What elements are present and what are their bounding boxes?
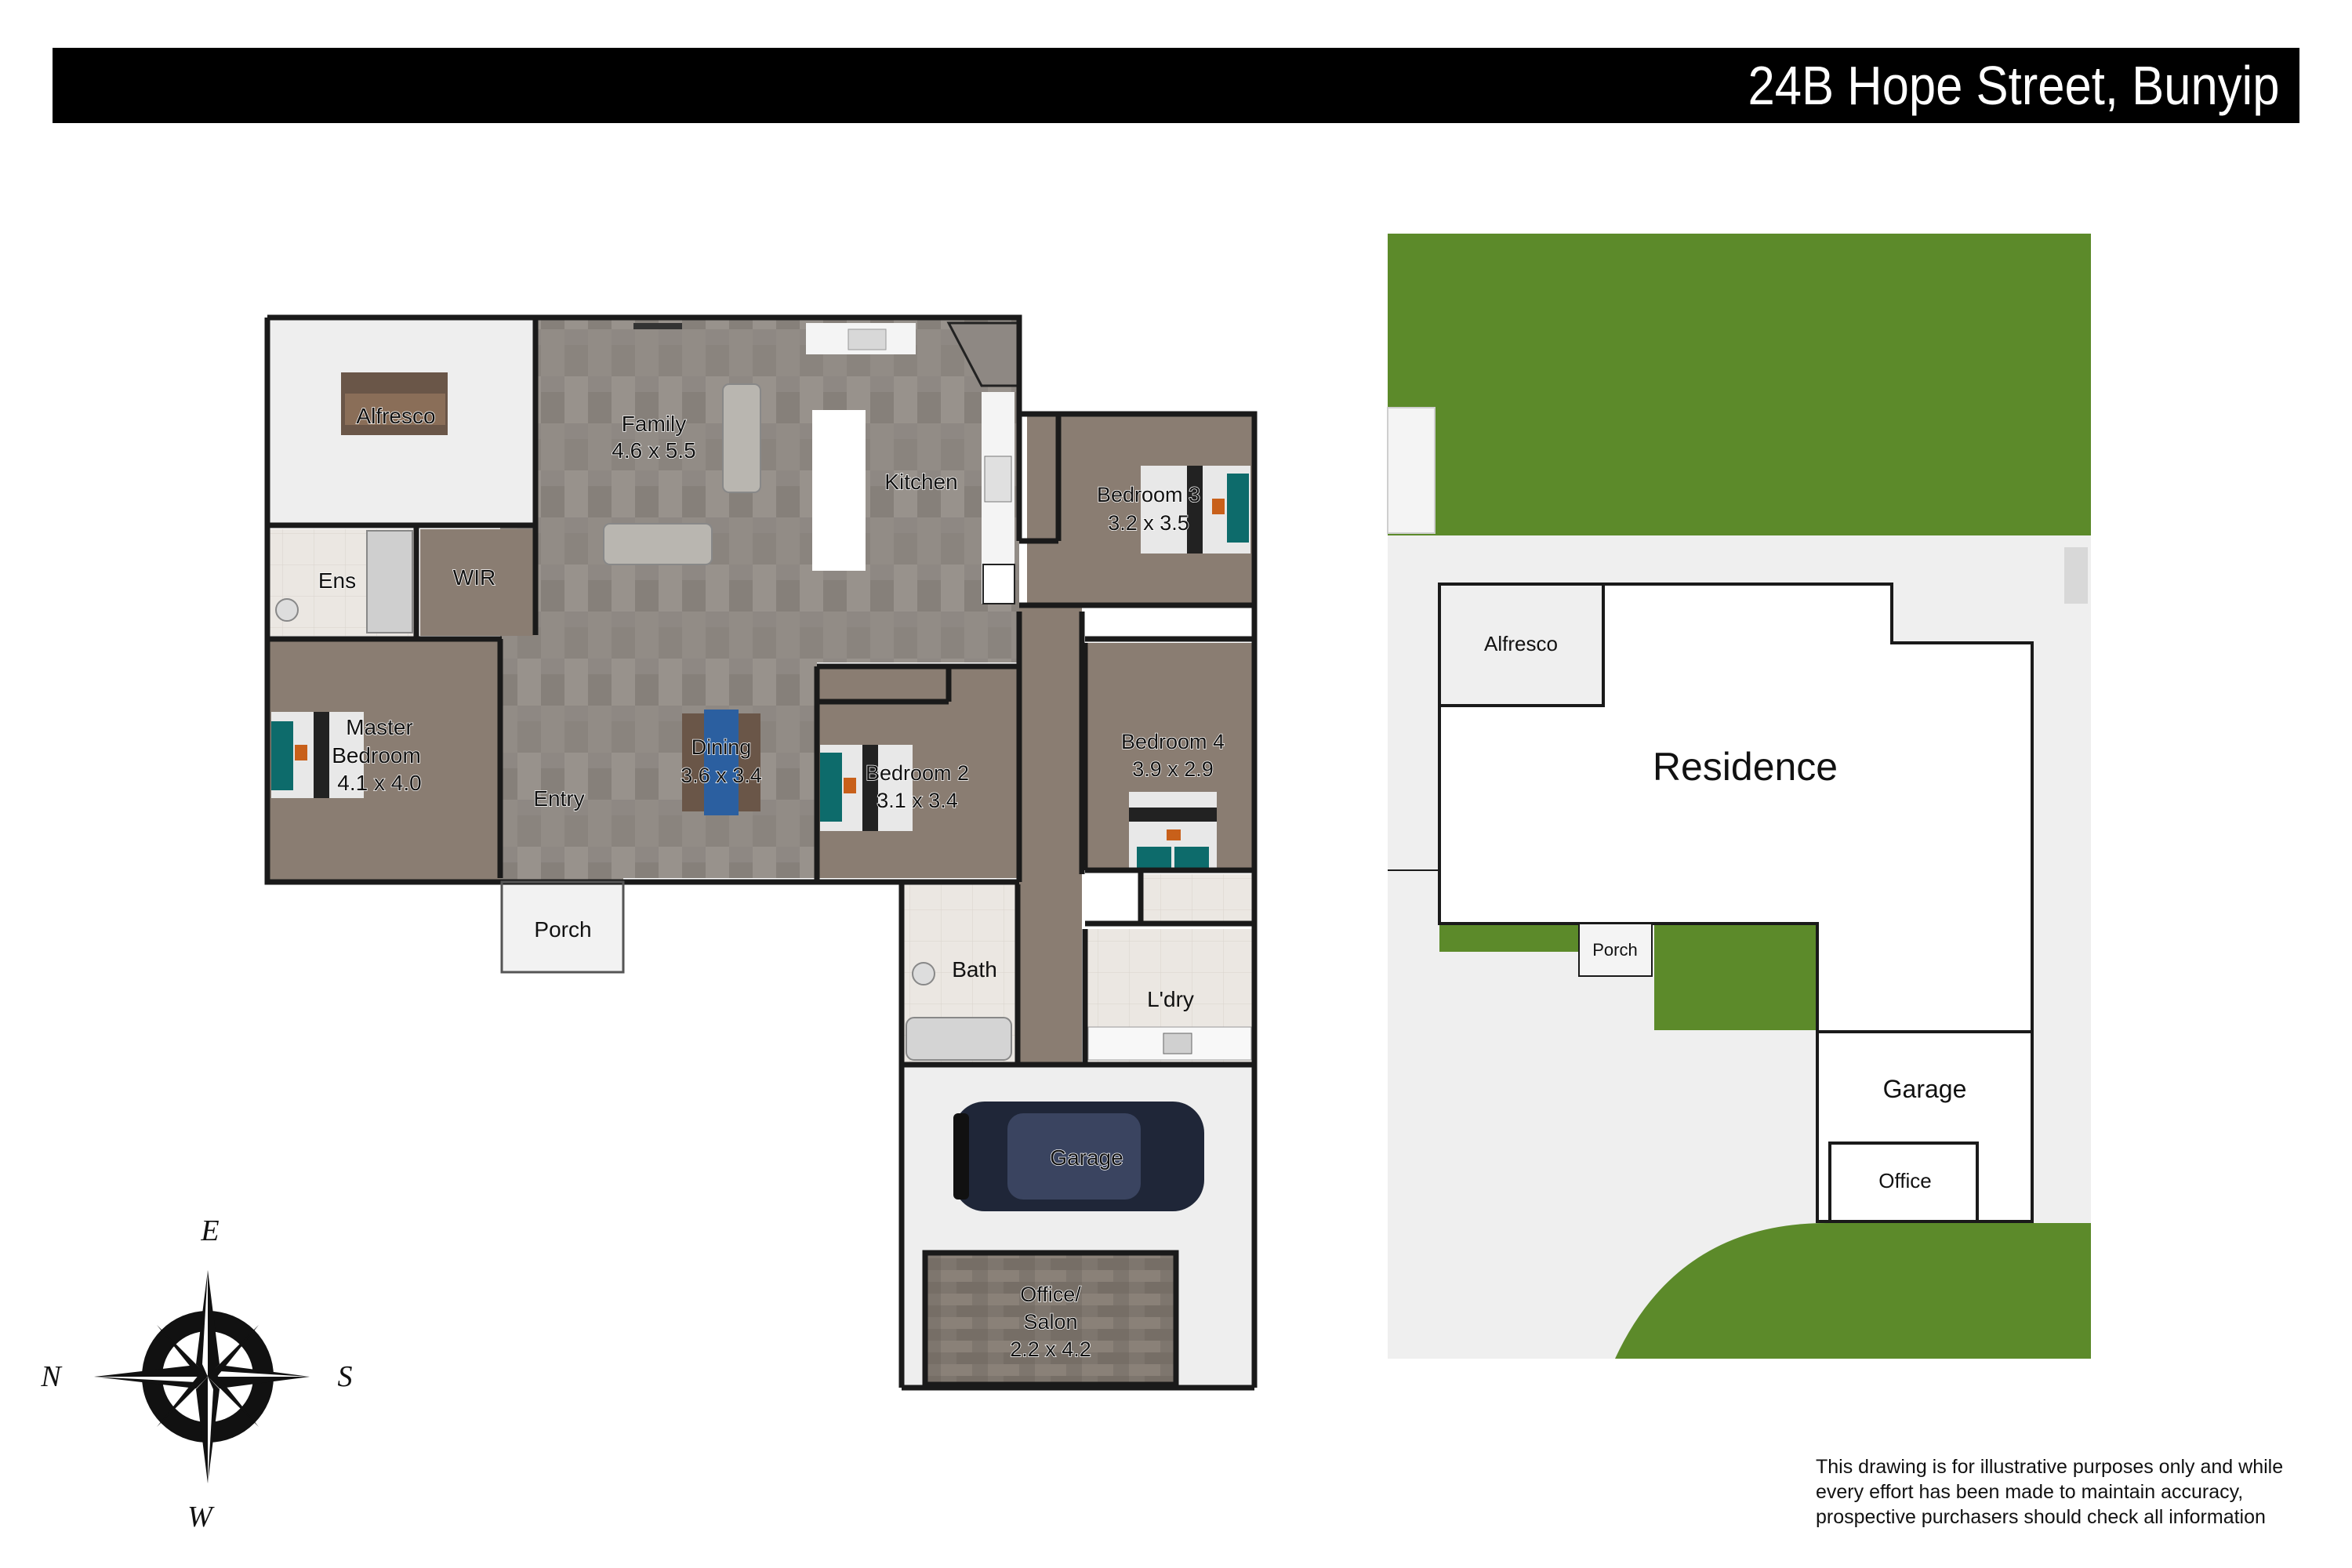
- compass-south: S: [338, 1360, 353, 1393]
- bath-basin: [912, 962, 935, 985]
- bedroom3-label: Bedroom 3: [1097, 483, 1200, 506]
- disclaimer-line-3: prospective purchasers should check all …: [1816, 1506, 2266, 1528]
- sofa-right: [722, 383, 761, 493]
- alfresco-table: [341, 372, 448, 435]
- site-alfresco: [1438, 583, 1605, 707]
- disclaimer: This drawing is for illustrative purpose…: [1816, 1454, 2333, 1530]
- entry-floor: [500, 635, 623, 882]
- office-label-2: Salon: [1023, 1310, 1077, 1334]
- fridge-space: [982, 564, 1015, 604]
- site-alfresco-label: Alfresco: [1484, 632, 1558, 655]
- front-lawn-right: [1654, 924, 1817, 1030]
- compass-east: E: [200, 1214, 219, 1247]
- cooktop: [984, 456, 1012, 503]
- rear-lawn: [1388, 234, 2091, 535]
- kitchen-sink: [848, 328, 887, 350]
- bedroom4-bed: [1129, 792, 1217, 870]
- site-office-label: Office: [1878, 1169, 1931, 1192]
- steps: [1387, 407, 1436, 534]
- compass-north: N: [40, 1360, 63, 1393]
- bedroom3-bed: [1141, 466, 1250, 554]
- dining-table: [682, 710, 760, 815]
- ensuite-shower: [366, 530, 413, 633]
- laundry-label: L'dry: [1147, 987, 1194, 1011]
- floor-plan: Alfresco Family 4.6 x 5.5 Kitchen Bedroo…: [264, 314, 1258, 1391]
- bedroom3-size: 3.2 x 3.5: [1108, 511, 1189, 535]
- bedroom2-bed: [820, 745, 913, 831]
- porch-floor: [502, 882, 623, 972]
- ensuite-label: Ens: [318, 568, 356, 593]
- car: [953, 1102, 1204, 1211]
- site-plan: Alfresco Residence Porch Garage Office: [1387, 234, 2091, 1359]
- site-office: [1828, 1142, 1979, 1223]
- garage-label: Garage: [1050, 1145, 1123, 1170]
- office-size: 2.2 x 4.2: [1010, 1338, 1091, 1361]
- kitchen-label: Kitchen: [884, 470, 957, 494]
- dining-label: Dining: [691, 735, 752, 759]
- sofa-bottom: [603, 523, 713, 565]
- front-lawn-curve: [1615, 1223, 2091, 1359]
- alfresco-label: Alfresco: [356, 404, 435, 428]
- wc-floor: [1141, 874, 1254, 921]
- site-porch-label: Porch: [1592, 940, 1637, 960]
- bath-tub: [906, 1017, 1012, 1061]
- master-bed: [271, 712, 364, 798]
- master-size: 4.1 x 4.0: [337, 771, 421, 795]
- disclaimer-line-1: This drawing is for illustrative purpose…: [1816, 1456, 2284, 1478]
- property-address-title: 24B Hope Street, Bunyip: [1747, 55, 2279, 116]
- bath-label: Bath: [952, 957, 997, 982]
- site-garage-label: Garage: [1883, 1075, 1967, 1103]
- hallway-floor: [1019, 605, 1082, 1064]
- kitchen-island: [812, 410, 866, 571]
- laundry-trough: [1163, 1033, 1192, 1054]
- master-label-1: Master: [346, 715, 413, 739]
- ensuite-basin: [275, 598, 299, 622]
- bedroom2-label: Bedroom 2: [866, 761, 969, 785]
- disclaimer-line-2: every effort has been made to maintain a…: [1816, 1481, 2244, 1503]
- family-label: Family: [622, 412, 686, 436]
- tv-unit: [633, 323, 682, 329]
- wir-label: WIR: [453, 565, 495, 590]
- side-unit: [2064, 547, 2088, 604]
- master-label-2: Bedroom: [332, 743, 421, 768]
- header-bar: 24B Hope Street, Bunyip: [53, 48, 2299, 123]
- site-residence-label: Residence: [1653, 745, 1838, 789]
- living-floor: [500, 318, 1019, 882]
- office-floor: [925, 1253, 1176, 1385]
- porch-outline: [500, 880, 625, 974]
- bedroom4-size: 3.9 x 2.9: [1132, 757, 1214, 781]
- site-porch: [1578, 923, 1653, 977]
- compass-west: W: [187, 1501, 215, 1534]
- porch-label: Porch: [534, 917, 591, 942]
- wir-floor: [420, 529, 534, 636]
- family-size: 4.6 x 5.5: [612, 438, 695, 463]
- compass-rose: E W N S: [40, 1214, 352, 1534]
- bedroom2-size: 3.1 x 3.4: [877, 789, 958, 812]
- dining-size: 3.6 x 3.4: [681, 764, 762, 787]
- office-label-1: Office/: [1020, 1283, 1081, 1306]
- entry-label: Entry: [533, 786, 584, 811]
- bedroom4-label: Bedroom 4: [1121, 730, 1225, 753]
